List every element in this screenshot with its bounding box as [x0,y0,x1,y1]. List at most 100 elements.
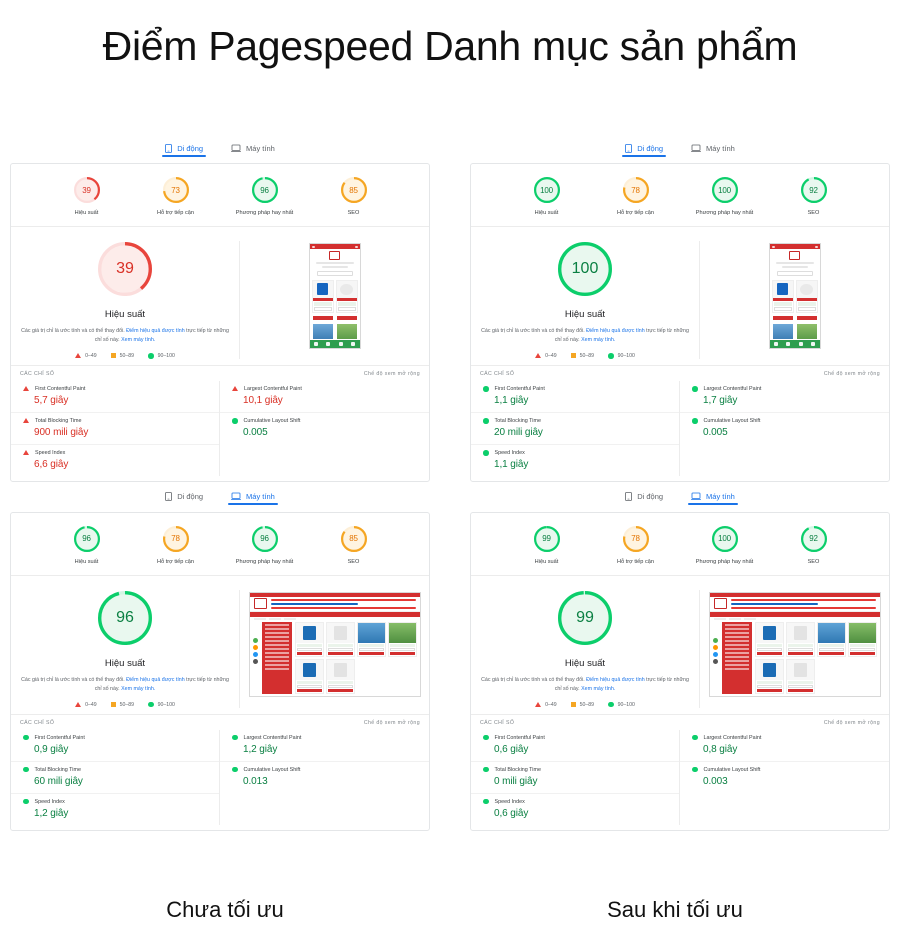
score-ring: 73 [162,176,190,204]
device-tabs: Di động Máy tính [10,489,430,509]
metric-item[interactable]: First Contentful Paint 0,9 giây [11,730,219,761]
metric-item[interactable]: Cumulative Layout Shift 0.013 [220,760,429,793]
score-calculation-link[interactable]: Điểm hiệu quả được tính [126,677,185,684]
tab-desktop[interactable]: Máy tính [688,492,738,506]
metric-value: 5,7 giây [34,394,69,406]
metric-name: First Contentful Paint [494,385,545,392]
metric-status-circle-icon [232,734,238,741]
metrics-column-left: First Contentful Paint 5,7 giây Total Bl… [11,380,220,476]
metric-value: 1,1 giây [494,394,529,406]
metric-item[interactable]: Speed Index 0,6 giây [471,792,679,825]
tab-mobile[interactable]: Di động [162,492,206,505]
caption-before: Chưa tối ưu [166,897,284,922]
metric-item[interactable]: Largest Contentful Paint 1,7 giây [680,381,889,412]
score-value: 96 [82,534,91,544]
tab-mobile[interactable]: Di động [622,492,666,505]
category-score[interactable]: 78 Hỗ trợ tiếp cận [600,176,672,217]
tab-mobile-label: Di động [177,492,204,502]
metric-status-circle-icon [692,734,698,741]
performance-body: 100 Hiệu suất Các giá trị chỉ là ước tín… [471,227,889,366]
metric-value: 1,2 giây [243,743,278,755]
score-ring: 99 [533,525,561,553]
metric-item[interactable]: First Contentful Paint 1,1 giây [471,381,679,412]
metric-status-circle-icon [692,418,698,424]
score-calculation-link[interactable]: Điểm hiệu quả được tính [586,677,645,684]
metric-item[interactable]: Cumulative Layout Shift 0.005 [680,411,889,444]
category-score[interactable]: 96 Phương pháp hay nhất [229,525,301,566]
performance-description: Các giá trị chỉ là ước tính và có thể th… [481,328,689,344]
category-score[interactable]: 85 SEO [318,176,390,217]
category-score[interactable]: 100 Phương pháp hay nhất [689,525,761,566]
metric-item[interactable]: Total Blocking Time 60 mili giây [11,760,219,793]
metrics-header-label: CÁC CHỈ SỐ [480,370,515,377]
category-score[interactable]: 92 SEO [778,176,850,217]
category-score[interactable]: 100 Phương pháp hay nhất [689,176,761,217]
metric-item[interactable]: First Contentful Paint 0,6 giây [471,730,679,761]
score-label: Hỗ trợ tiếp cận [617,210,654,216]
legend-mid: 50–89 [570,702,594,708]
category-score[interactable]: 92 SEO [778,525,850,566]
score-label: SEO [807,210,820,216]
category-score[interactable]: 96 Phương pháp hay nhất [229,176,301,217]
metric-item[interactable]: Cumulative Layout Shift 0.003 [680,760,889,793]
metric-item[interactable]: First Contentful Paint 5,7 giây [11,381,219,412]
performance-title: Hiệu suất [104,309,146,321]
expanded-view-toggle[interactable]: Chế độ xem mở rộng [823,370,880,377]
score-label: SEO [347,558,360,565]
score-calculation-link[interactable]: Điểm hiệu quả được tính [586,328,645,335]
metric-item[interactable]: Largest Contentful Paint 10,1 giây [220,381,429,412]
calculator-link[interactable]: Xem máy tính. [581,337,616,344]
metric-name: Total Blocking Time [494,766,541,773]
calculator-link[interactable]: Xem máy tính. [121,337,156,344]
site-screenshot-mobile [308,243,361,350]
score-legend: 0–49 50–89 90–100 [75,353,175,359]
score-calculation-link[interactable]: Điểm hiệu quả được tính [126,328,185,335]
score-ring: 100 [711,176,739,204]
tab-desktop[interactable]: Máy tính [228,144,278,157]
metric-item[interactable]: Total Blocking Time 0 mili giây [471,760,679,793]
score-label: Hỗ trợ tiếp cận [157,210,194,216]
metric-status-circle-icon [483,798,489,805]
metric-item[interactable]: Cumulative Layout Shift 0.005 [220,411,429,444]
metric-header: Largest Contentful Paint [692,735,877,741]
metric-item[interactable]: Speed Index 6,6 giây [11,443,219,476]
category-score[interactable]: 96 Hiệu suất [51,525,123,566]
category-score[interactable]: 85 SEO [318,525,390,566]
tab-desktop[interactable]: Máy tính [228,492,278,506]
metric-item[interactable]: Total Blocking Time 900 mili giây [11,411,219,444]
metric-item[interactable]: Total Blocking Time 20 mili giây [471,411,679,444]
tab-mobile[interactable]: Di động [162,144,206,157]
category-score[interactable]: 73 Hỗ trợ tiếp cận [140,176,212,217]
category-score[interactable]: 100 Hiệu suất [511,176,583,217]
tab-desktop[interactable]: Máy tính [688,144,738,157]
score-value: 85 [349,185,358,195]
metric-header: Total Blocking Time [483,767,667,773]
metric-name: Total Blocking Time [494,417,541,424]
expanded-view-toggle[interactable]: Chế độ xem mở rộng [363,370,420,377]
calculator-link[interactable]: Xem máy tính. [121,685,156,692]
score-value: 96 [260,185,269,195]
metrics-header-row: CÁC CHỈ SỐ Chế độ xem mở rộng [471,366,889,381]
expanded-view-toggle[interactable]: Chế độ xem mở rộng [363,719,420,726]
metrics-header-label: CÁC CHỈ SỐ [480,719,515,726]
tab-mobile[interactable]: Di động [622,144,666,157]
metric-item[interactable]: Largest Contentful Paint 1,2 giây [220,730,429,761]
category-score[interactable]: 39 Hiệu suất [51,176,123,217]
metric-item[interactable]: Speed Index 1,2 giây [11,792,219,825]
expanded-view-toggle[interactable]: Chế độ xem mở rộng [823,719,880,726]
metric-item[interactable]: Largest Contentful Paint 0,8 giây [680,730,889,761]
performance-body: 96 Hiệu suất Các giá trị chỉ là ước tính… [11,576,429,715]
category-score[interactable]: 78 Hỗ trợ tiếp cận [140,525,212,566]
metric-value: 6,6 giây [34,458,69,470]
square-icon [110,353,116,359]
performance-description: Các giá trị chỉ là ước tính và có thể th… [481,677,689,692]
circle-icon [148,353,154,359]
metric-item[interactable]: Speed Index 1,1 giây [471,443,679,476]
pagespeed-panel-before-mobile: Di động Máy tính 39 Hiệu suất [10,140,430,482]
legend-low: 0–49 [535,702,557,708]
metric-value: 20 mili giây [494,426,543,438]
category-score[interactable]: 99 Hiệu suất [511,525,583,566]
calculator-link[interactable]: Xem máy tính. [581,685,616,692]
category-score[interactable]: 78 Hỗ trợ tiếp cận [600,525,672,566]
metrics-header-label: CÁC CHỈ SỐ [20,370,55,377]
